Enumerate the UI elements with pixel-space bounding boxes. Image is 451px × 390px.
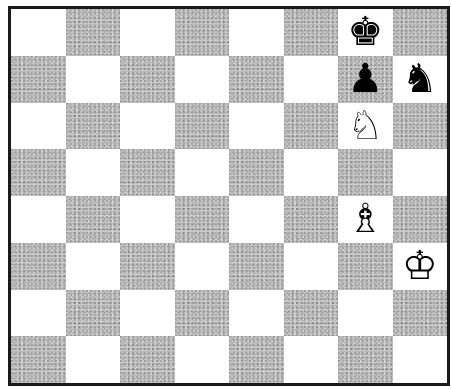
square-a6[interactable]: [11, 103, 66, 150]
square-b6[interactable]: [66, 103, 121, 150]
square-a2[interactable]: [11, 290, 66, 337]
square-h1[interactable]: [393, 336, 448, 383]
square-d3[interactable]: [175, 243, 230, 290]
square-c5[interactable]: [120, 149, 175, 196]
square-e1[interactable]: [229, 336, 284, 383]
square-e3[interactable]: [229, 243, 284, 290]
white-knight-icon[interactable]: ♘: [347, 106, 383, 146]
square-d5[interactable]: [175, 149, 230, 196]
square-b7[interactable]: [66, 56, 121, 103]
square-h5[interactable]: [393, 149, 448, 196]
square-b1[interactable]: [66, 336, 121, 383]
square-b4[interactable]: [66, 196, 121, 243]
square-f4[interactable]: [284, 196, 339, 243]
square-e2[interactable]: [229, 290, 284, 337]
square-c7[interactable]: [120, 56, 175, 103]
square-g2[interactable]: [338, 290, 393, 337]
square-b8[interactable]: [66, 9, 121, 56]
black-pawn-icon[interactable]: ♟: [347, 59, 383, 99]
square-e5[interactable]: [229, 149, 284, 196]
square-g6[interactable]: ♘: [338, 103, 393, 150]
black-knight-icon[interactable]: ♞: [402, 59, 438, 99]
square-b3[interactable]: [66, 243, 121, 290]
square-f1[interactable]: [284, 336, 339, 383]
square-f3[interactable]: [284, 243, 339, 290]
square-a3[interactable]: [11, 243, 66, 290]
square-c4[interactable]: [120, 196, 175, 243]
square-f6[interactable]: [284, 103, 339, 150]
square-h6[interactable]: [393, 103, 448, 150]
square-f7[interactable]: [284, 56, 339, 103]
square-c2[interactable]: [120, 290, 175, 337]
square-b2[interactable]: [66, 290, 121, 337]
square-d1[interactable]: [175, 336, 230, 383]
chess-board: ♚ ♟ ♞ ♘ ♗ ♔: [8, 6, 450, 386]
white-bishop-icon[interactable]: ♗: [347, 199, 383, 239]
square-g8[interactable]: ♚: [338, 9, 393, 56]
square-h3[interactable]: ♔: [393, 243, 448, 290]
square-e6[interactable]: [229, 103, 284, 150]
square-d6[interactable]: [175, 103, 230, 150]
square-a7[interactable]: [11, 56, 66, 103]
square-d4[interactable]: [175, 196, 230, 243]
black-king-icon[interactable]: ♚: [347, 12, 383, 52]
square-h4[interactable]: [393, 196, 448, 243]
square-f2[interactable]: [284, 290, 339, 337]
square-h2[interactable]: [393, 290, 448, 337]
square-b5[interactable]: [66, 149, 121, 196]
square-a4[interactable]: [11, 196, 66, 243]
square-c8[interactable]: [120, 9, 175, 56]
square-a1[interactable]: [11, 336, 66, 383]
square-h8[interactable]: [393, 9, 448, 56]
square-d8[interactable]: [175, 9, 230, 56]
square-g4[interactable]: ♗: [338, 196, 393, 243]
square-g5[interactable]: [338, 149, 393, 196]
square-e8[interactable]: [229, 9, 284, 56]
square-c1[interactable]: [120, 336, 175, 383]
square-g7[interactable]: ♟: [338, 56, 393, 103]
square-c3[interactable]: [120, 243, 175, 290]
square-f5[interactable]: [284, 149, 339, 196]
square-a5[interactable]: [11, 149, 66, 196]
square-g1[interactable]: [338, 336, 393, 383]
white-king-icon[interactable]: ♔: [402, 246, 438, 286]
square-d7[interactable]: [175, 56, 230, 103]
square-e4[interactable]: [229, 196, 284, 243]
square-g3[interactable]: [338, 243, 393, 290]
square-h7[interactable]: ♞: [393, 56, 448, 103]
square-c6[interactable]: [120, 103, 175, 150]
square-d2[interactable]: [175, 290, 230, 337]
square-a8[interactable]: [11, 9, 66, 56]
square-e7[interactable]: [229, 56, 284, 103]
square-f8[interactable]: [284, 9, 339, 56]
